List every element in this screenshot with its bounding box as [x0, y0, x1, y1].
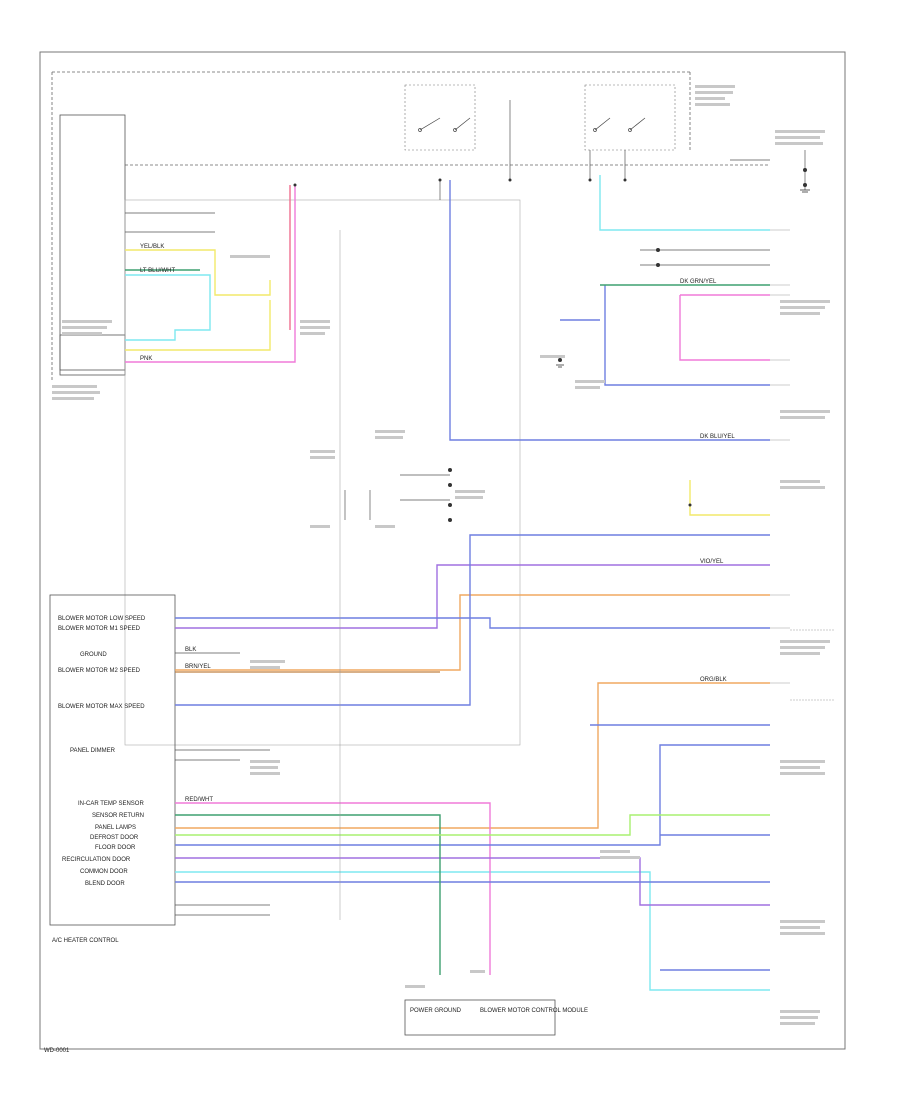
mode-recirc-door: RECIRCULATION DOOR [62, 857, 131, 863]
ground-label: GROUND [80, 652, 107, 658]
fine-print-blocks [52, 85, 830, 1025]
wire-lime-1 [175, 814, 770, 836]
wire-yellow-2 [125, 300, 271, 351]
figure-id: WD-0001 [44, 1048, 70, 1054]
wire-lt-blue-3 [175, 871, 770, 991]
bottom-module-sub: POWER GROUND [410, 1008, 462, 1014]
wire-code-red: RED/WHT [185, 797, 213, 803]
mode-panel-lamps: PANEL LAMPS [95, 825, 136, 831]
wire-blue-7 [175, 744, 770, 846]
wire-orange-2 [175, 682, 770, 829]
mode-defrost-door: DEFROST DOOR [90, 835, 139, 841]
blower-speed-m1: BLOWER MOTOR M1 SPEED [58, 626, 141, 632]
wire-yellow-3 [689, 480, 770, 516]
pcm-module-box [59, 114, 126, 376]
wire-pink-2 [175, 802, 491, 975]
blower-speed-max: BLOWER MOTOR MAX SPEED [58, 704, 145, 710]
panel-dimmer-label: PANEL DIMMER [70, 748, 116, 754]
wire-code-yel: YEL/BLK [140, 244, 164, 250]
ground-icon [556, 189, 810, 368]
mode-blend-door: BLEND DOOR [85, 881, 125, 887]
wire-lt-blue-1 [125, 274, 211, 341]
mode-common-door: COMMON DOOR [80, 869, 128, 875]
diagram-border [39, 51, 846, 1050]
wire-blue-5 [604, 285, 770, 386]
wire-code-lt-blu: LT BLU/WHT [140, 268, 175, 274]
wire-blue-2 [175, 534, 770, 706]
mode-in-car-temp: IN-CAR TEMP SENSOR [78, 801, 144, 807]
mode-floor-door: FLOOR DOOR [95, 845, 136, 851]
wire-code-vio: VIO/YEL [700, 559, 724, 565]
wire-yellow-1 [125, 249, 271, 296]
pcm-module-box-lower [59, 334, 126, 371]
wire-pink-3 [679, 295, 770, 361]
bottom-module-box [404, 999, 556, 1036]
wire-blue-1 [449, 180, 770, 441]
fuse-box-2 [584, 84, 676, 151]
wire-code-grn: DK GRN/YEL [680, 279, 717, 285]
wire-orange-1 [175, 594, 770, 671]
wire-code-org: ORG/BLK [700, 677, 727, 683]
wire-blue-3 [175, 617, 770, 629]
mode-sensor-return: SENSOR RETURN [92, 813, 144, 819]
hvac-module-title: A/C HEATER CONTROL [52, 938, 119, 944]
fuse-box-1 [404, 84, 476, 151]
bottom-module-label: BLOWER MOTOR CONTROL MODULE [480, 1008, 588, 1014]
wire-violet-1 [175, 564, 770, 629]
connector-icon [293, 168, 807, 522]
wire-green-1 [175, 814, 441, 975]
wire-code-blk: BLK [185, 647, 196, 653]
center-connector-box [124, 199, 521, 746]
blower-speed-low: BLOWER MOTOR LOW SPEED [58, 616, 146, 622]
wire-code-pnk: PNK [140, 356, 152, 362]
wire-pink-1 [125, 185, 296, 363]
wire-code-dk-blu: DK BLU/YEL [700, 434, 735, 440]
hvac-control-box [49, 594, 176, 926]
wire-lt-blue-2 [599, 175, 770, 231]
blower-speed-m2: BLOWER MOTOR M2 SPEED [58, 668, 141, 674]
wire-code-brn: BRN/YEL [185, 664, 211, 670]
right-connector-ticks [770, 229, 835, 701]
relay-switch-icon [418, 117, 646, 132]
